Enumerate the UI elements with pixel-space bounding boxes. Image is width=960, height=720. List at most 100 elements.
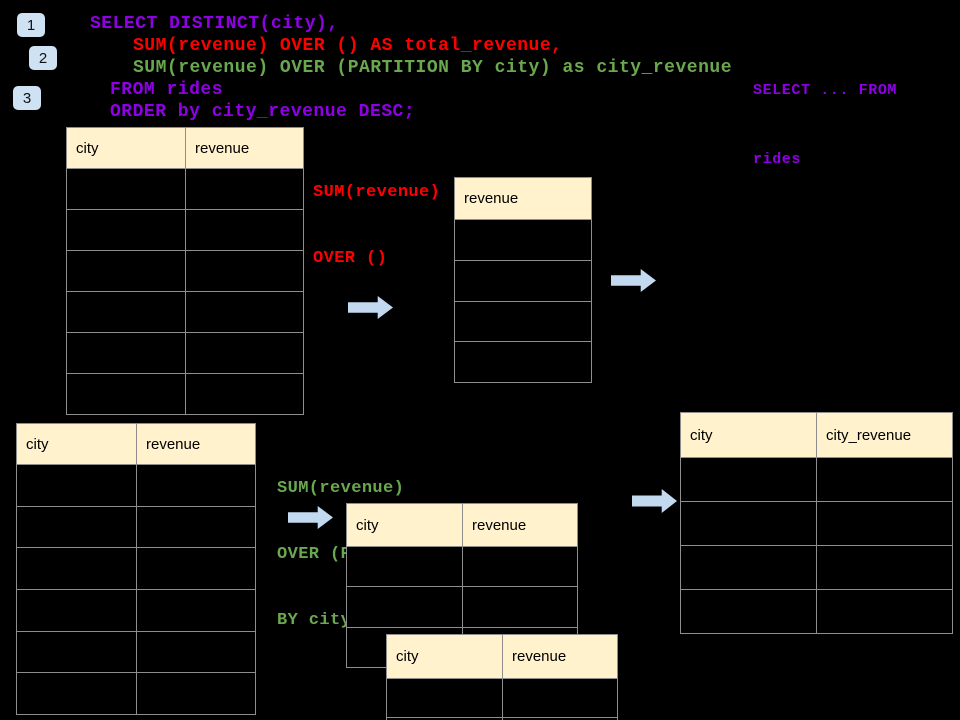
table-cell [817,546,952,589]
table-source-top-header: city revenue [67,128,303,168]
column-header-city: city [67,128,186,168]
table-partition-mid-header: city revenue [347,504,577,546]
table-cell [681,458,817,501]
table-row [17,505,255,548]
table-row [17,589,255,631]
table-row [17,464,255,506]
table-cell [681,546,817,589]
side-note-line-1: SELECT ... FROM [753,82,898,99]
table-cell [17,465,137,506]
label-partition-line-1: SUM(revenue) [277,479,405,498]
table-cell [137,673,255,714]
table-cell [387,679,503,717]
table-row [455,341,591,382]
side-note-select-from: SELECT ... FROM rides [753,33,897,217]
column-header-revenue: revenue [455,178,591,219]
table-row [455,259,591,301]
table-cell [455,342,591,382]
step-badge-3: 3 [13,86,41,110]
right-arrow-icon [632,489,677,513]
side-note-line-2: rides [753,151,802,168]
table-total-result-body [455,219,591,382]
table-row [681,457,952,501]
table-cell [137,507,255,548]
table-row [67,291,303,332]
table-cell [186,210,303,250]
table-cell [681,590,817,633]
label-total-revenue: SUM(revenue) OVER () [313,138,440,314]
table-total-result-header: revenue [455,178,591,219]
table-cell [817,502,952,545]
table-cell [186,292,303,332]
table-cell [455,220,591,260]
table-source-bottom: city revenue [16,423,256,715]
table-city-result-header: city city_revenue [681,413,952,457]
table-cell [347,547,463,587]
table-source-bottom-body [17,464,255,715]
table-source-top: city revenue [66,127,304,415]
table-cell [67,333,186,373]
column-header-city: city [387,635,503,678]
table-cell [186,374,303,414]
label-total-line-2: OVER () [313,249,388,268]
table-cell [67,251,186,291]
table-cell [455,261,591,301]
table-row [17,672,255,715]
table-city-result: city city_revenue [680,412,953,634]
table-row [681,545,952,589]
table-row [347,546,577,587]
step-badge-2: 2 [29,46,57,70]
table-cell [17,631,137,673]
right-arrow-icon [611,269,656,292]
table-cell [463,587,577,626]
column-header-revenue: revenue [503,635,617,678]
label-total-line-1: SUM(revenue) [313,183,441,202]
table-cell [186,333,303,373]
table-cell [67,292,186,332]
table-cell [17,590,137,631]
table-cell [347,587,463,627]
table-cell [137,632,255,673]
table-cell [817,458,952,501]
table-cell [67,169,186,209]
table-row [67,332,303,373]
sql-line-partition: SUM(revenue) OVER (PARTITION BY city) as… [133,58,732,78]
table-cell [463,547,577,586]
step-badge-2-label: 2 [38,49,48,67]
step-badge-1: 1 [17,13,45,37]
table-row [681,501,952,545]
table-cell [137,590,255,631]
table-row [67,209,303,250]
table-cell [137,548,255,589]
table-cell [186,251,303,291]
table-cell [17,673,137,715]
table-cell [137,465,255,506]
table-city-result-body [681,457,952,633]
column-header-city: city [347,504,463,546]
table-source-top-body [67,168,303,414]
step-badge-3-label: 3 [22,89,32,107]
column-header-city: city [17,424,137,464]
step-badge-1-label: 1 [26,16,36,34]
table-cell [503,679,617,717]
sql-line-select: SELECT DISTINCT(city), [90,14,339,34]
sql-line-sum-over: SUM(revenue) OVER () AS total_revenue, [133,36,563,56]
column-header-revenue: revenue [463,504,577,546]
sql-line-order-by: ORDER by city_revenue DESC; [110,102,416,122]
table-row [17,630,255,673]
table-row [17,547,255,590]
table-cell [67,210,186,250]
column-header-city: city [681,413,817,457]
table-cell [387,718,503,720]
table-partition-overlay: city revenue [386,634,618,720]
table-row [455,219,591,260]
table-partition-overlay-body [387,678,617,720]
table-cell [681,502,817,545]
table-cell [817,590,952,633]
sql-line-from: FROM rides [110,80,224,100]
table-cell [17,548,137,590]
table-cell [67,374,186,414]
table-total-result: revenue [454,177,592,383]
table-cell [186,169,303,209]
